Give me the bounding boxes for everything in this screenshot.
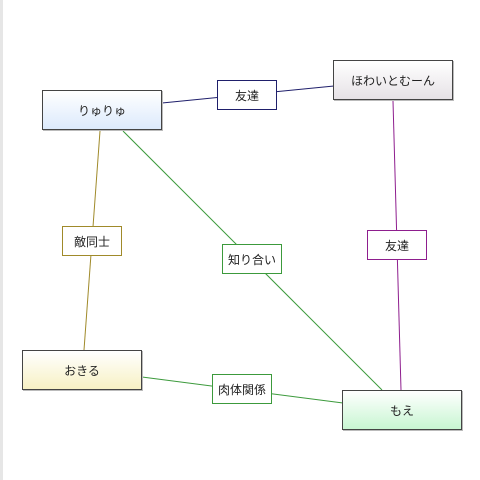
node-label: おきる: [64, 363, 100, 378]
edge-label-physical[interactable]: 肉体関係: [212, 374, 272, 404]
edge-label-friend-2[interactable]: 友達: [367, 230, 427, 260]
edge-label-text: 肉体関係: [217, 382, 266, 397]
edge-label-text: 敵同士: [73, 234, 110, 249]
edge-label-friend-1[interactable]: 友達: [217, 80, 277, 110]
node-howaitomuun[interactable]: ほわいとむーん: [333, 60, 453, 100]
node-moe[interactable]: もえ: [342, 390, 462, 430]
node-label: ほわいとむーん: [350, 73, 435, 88]
edge-label-acquaintance[interactable]: 知り合い: [222, 244, 282, 274]
edge-label-text: 友達: [384, 238, 409, 253]
node-label: りゅりゅ: [77, 103, 126, 118]
node-ryuryu[interactable]: りゅりゅ: [42, 90, 162, 130]
edge-label-text: 友達: [234, 88, 259, 103]
node-okiru[interactable]: おきる: [22, 350, 142, 390]
edge-label-rival[interactable]: 敵同士: [62, 226, 122, 256]
left-border-rule: [0, 0, 3, 480]
node-label: もえ: [389, 403, 414, 418]
edge-label-text: 知り合い: [227, 252, 276, 267]
